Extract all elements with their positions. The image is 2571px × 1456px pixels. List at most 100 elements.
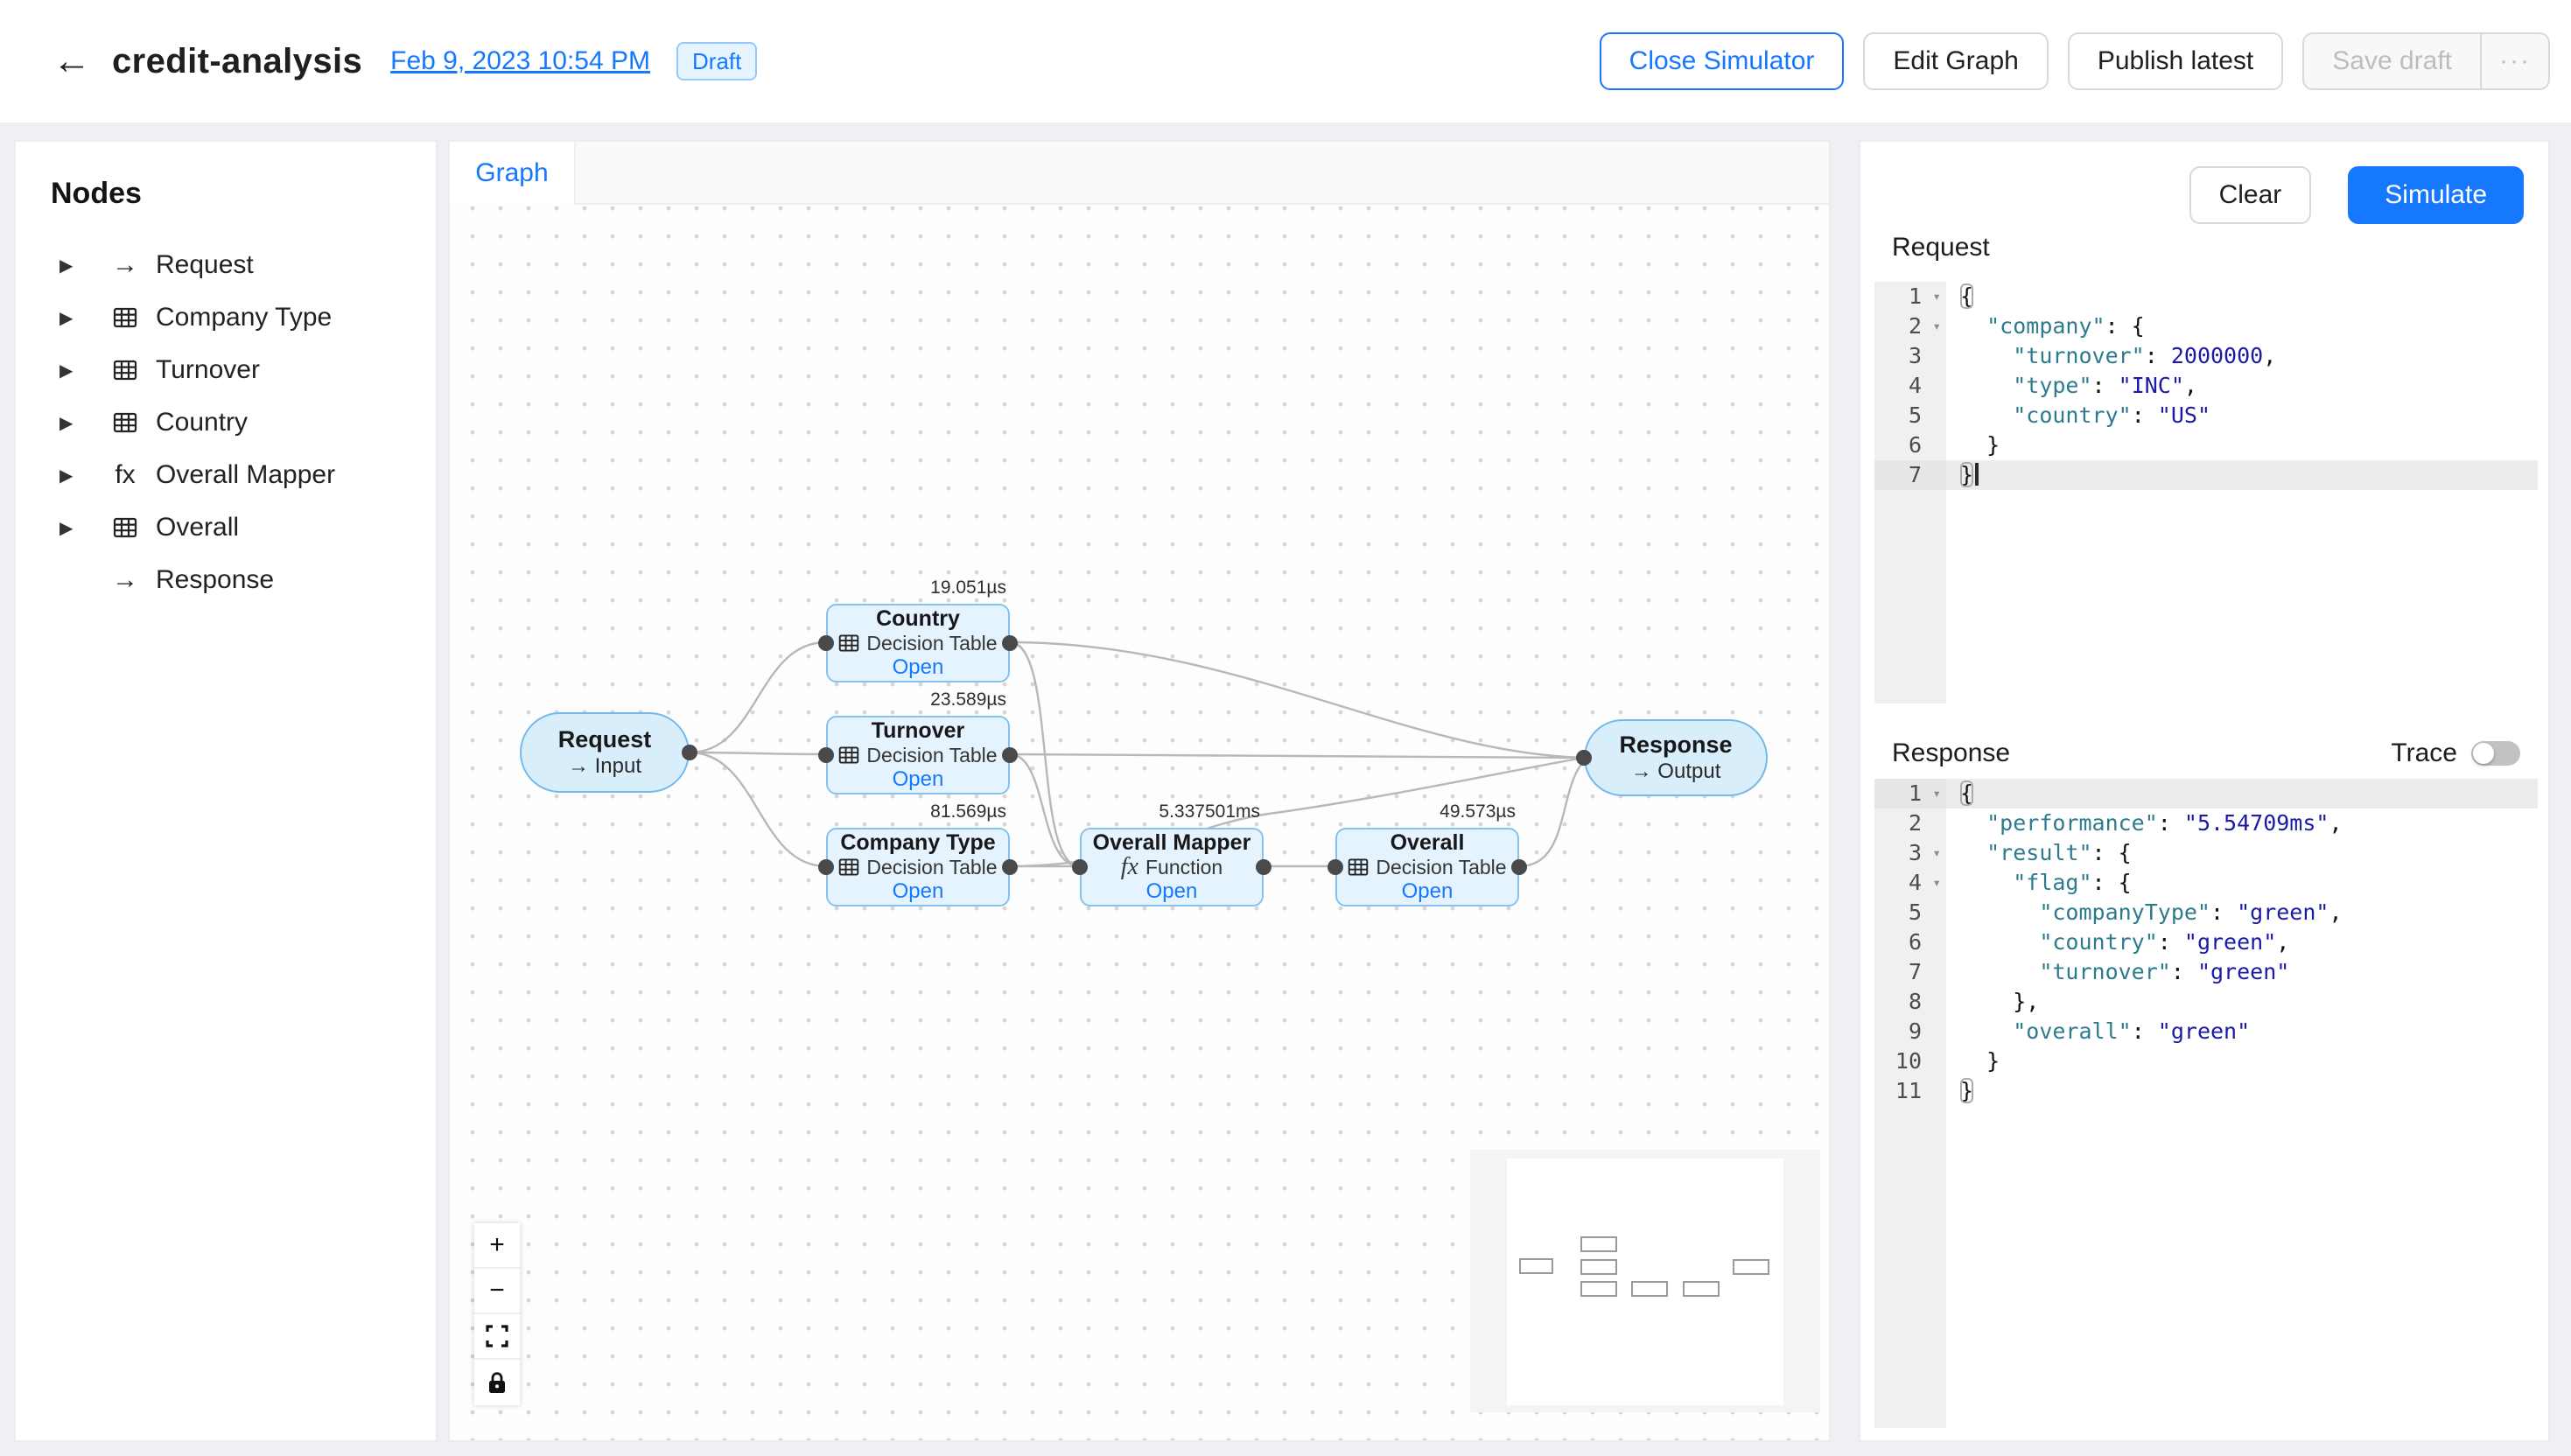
fold-icon[interactable]: ▾ [1932,318,1941,334]
line-number: 7 [1874,460,1946,490]
line-number: 3▾ [1874,838,1946,868]
edit-graph-button[interactable]: Edit Graph [1863,32,2049,90]
node-open-link[interactable]: Open [892,655,944,679]
lock-button[interactable] [474,1360,520,1405]
code-line: 5 "companyType": "green", [1874,898,2538,928]
caret-expand-icon[interactable]: ▶ [60,360,74,381]
input-handle [818,747,834,763]
code-line: 2 "performance": "5.54709ms", [1874,808,2538,838]
input-handle [818,635,834,651]
caret-expand-icon[interactable]: ▶ [60,466,74,486]
simulate-button[interactable]: Simulate [2348,166,2524,224]
graph-node-response[interactable]: Response→ Output [1584,719,1768,796]
arrow-right-icon: → [112,250,138,279]
node-open-link[interactable]: Open [1145,879,1198,903]
minimap-node [1580,1281,1618,1298]
sidebar-item-label: Request [156,250,254,279]
code-line: 11} [1874,1076,2538,1106]
caret-expand-icon[interactable]: ▶ [60,518,74,538]
caret-expand-icon[interactable]: ▶ [60,413,74,433]
minimap[interactable] [1470,1150,1820,1412]
request-editor-label: Request [1892,233,1990,262]
save-draft-split-button: Save draft ··· [2302,32,2550,90]
tab-graph[interactable]: Graph [450,142,576,205]
code-line: 4▾ "flag": { [1874,868,2538,898]
sidebar-item-label: Overall Mapper [156,460,336,489]
node-timing-label: 23.589µs [930,690,1006,710]
node-open-link[interactable]: Open [892,879,944,903]
line-number: 4▾ [1874,868,1946,898]
close-simulator-button[interactable]: Close Simulator [1599,32,1845,90]
nodes-sidebar: Nodes ▶→Request▶Company Type▶Turnover▶Co… [14,140,438,1442]
node-timing-label: 49.573µs [1440,802,1516,822]
version-timestamp-link[interactable]: Feb 9, 2023 10:54 PM [390,46,651,75]
fold-icon[interactable]: ▾ [1932,844,1941,861]
caret-expand-icon[interactable]: ▶ [60,256,74,276]
simulator-actions: Clear Simulate [2189,166,2524,224]
sidebar-item-label: Turnover [156,355,260,384]
fold-icon[interactable]: ▾ [1932,785,1941,802]
input-handle [1576,750,1592,766]
save-draft-button[interactable]: Save draft [2302,32,2483,90]
line-number: 6 [1908,432,1922,458]
publish-latest-button[interactable]: Publish latest [2067,32,2284,90]
sidebar-item-company-type[interactable]: ▶Company Type [51,291,436,344]
zoom-out-button[interactable]: − [474,1269,520,1314]
clear-button[interactable]: Clear [2189,166,2312,224]
sidebar-item-turnover[interactable]: ▶ Turnover [51,344,436,396]
node-timing-label: 81.569µs [930,802,1006,822]
response-json-editor[interactable]: 1▾{2 "performance": "5.54709ms",3▾ "resu… [1874,779,2538,1428]
sidebar-item-overall[interactable]: ▶Overall [51,501,436,554]
input-handle [818,859,834,875]
code-content: "companyType": "green", [2039,900,2343,925]
simulator-panel: Clear Simulate Request 1▾{2▾ "company": … [1859,140,2550,1442]
trace-toggle[interactable] [2471,741,2520,766]
sidebar-item-request[interactable]: ▶ → Request [51,239,436,291]
code-line: 6 "country": "green", [1874,928,2538,957]
node-title: Company Type [840,830,996,855]
trace-label: Trace [2391,738,2457,767]
node-open-link[interactable]: Open [892,767,944,791]
line-number: 3 [1908,343,1922,368]
output-handle [1002,859,1018,875]
node-title: Turnover [871,718,965,743]
request-json-editor[interactable]: 1▾{2▾ "company": {3 "turnover": 2000000,… [1874,282,2538,704]
sidebar-item-response[interactable]: →Response [51,554,436,606]
node-title: Country [876,606,960,631]
fold-icon[interactable]: ▾ [1932,288,1941,304]
minimap-node [1732,1259,1769,1275]
fit-view-button[interactable] [474,1314,520,1360]
response-header-row: Response Trace [1892,738,2520,768]
line-number: 1▾ [1874,779,1946,808]
node-title: Response [1619,732,1733,758]
fold-icon[interactable]: ▾ [1932,874,1941,891]
code-content: "turnover": "green" [2039,959,2290,984]
back-arrow-icon[interactable]: ← [53,39,91,82]
more-options-button[interactable]: ··· [2482,32,2550,90]
code-content: "overall": "green" [2013,1018,2251,1044]
node-open-link[interactable]: Open [1401,879,1454,903]
output-handle [1002,747,1018,763]
minimap-node [1631,1281,1669,1298]
function-icon: fx [1120,853,1138,880]
request-editor-gutter [1874,282,1946,704]
node-subtitle: → Input [567,754,642,778]
line-number: 7 [1908,959,1922,984]
caret-expand-icon[interactable]: ▶ [60,308,74,328]
line-number: 1▾ [1874,282,1946,312]
table-icon [113,517,137,538]
zoom-in-button[interactable]: + [474,1223,520,1269]
code-line: 6 } [1874,430,2538,460]
fit-view-icon [486,1325,508,1348]
graph-node-request[interactable]: Request→ Input [520,712,690,793]
sidebar-item-country[interactable]: ▶Country [51,396,436,449]
node-title: Request [557,726,652,752]
node-subtitle: → Output [1630,760,1721,783]
